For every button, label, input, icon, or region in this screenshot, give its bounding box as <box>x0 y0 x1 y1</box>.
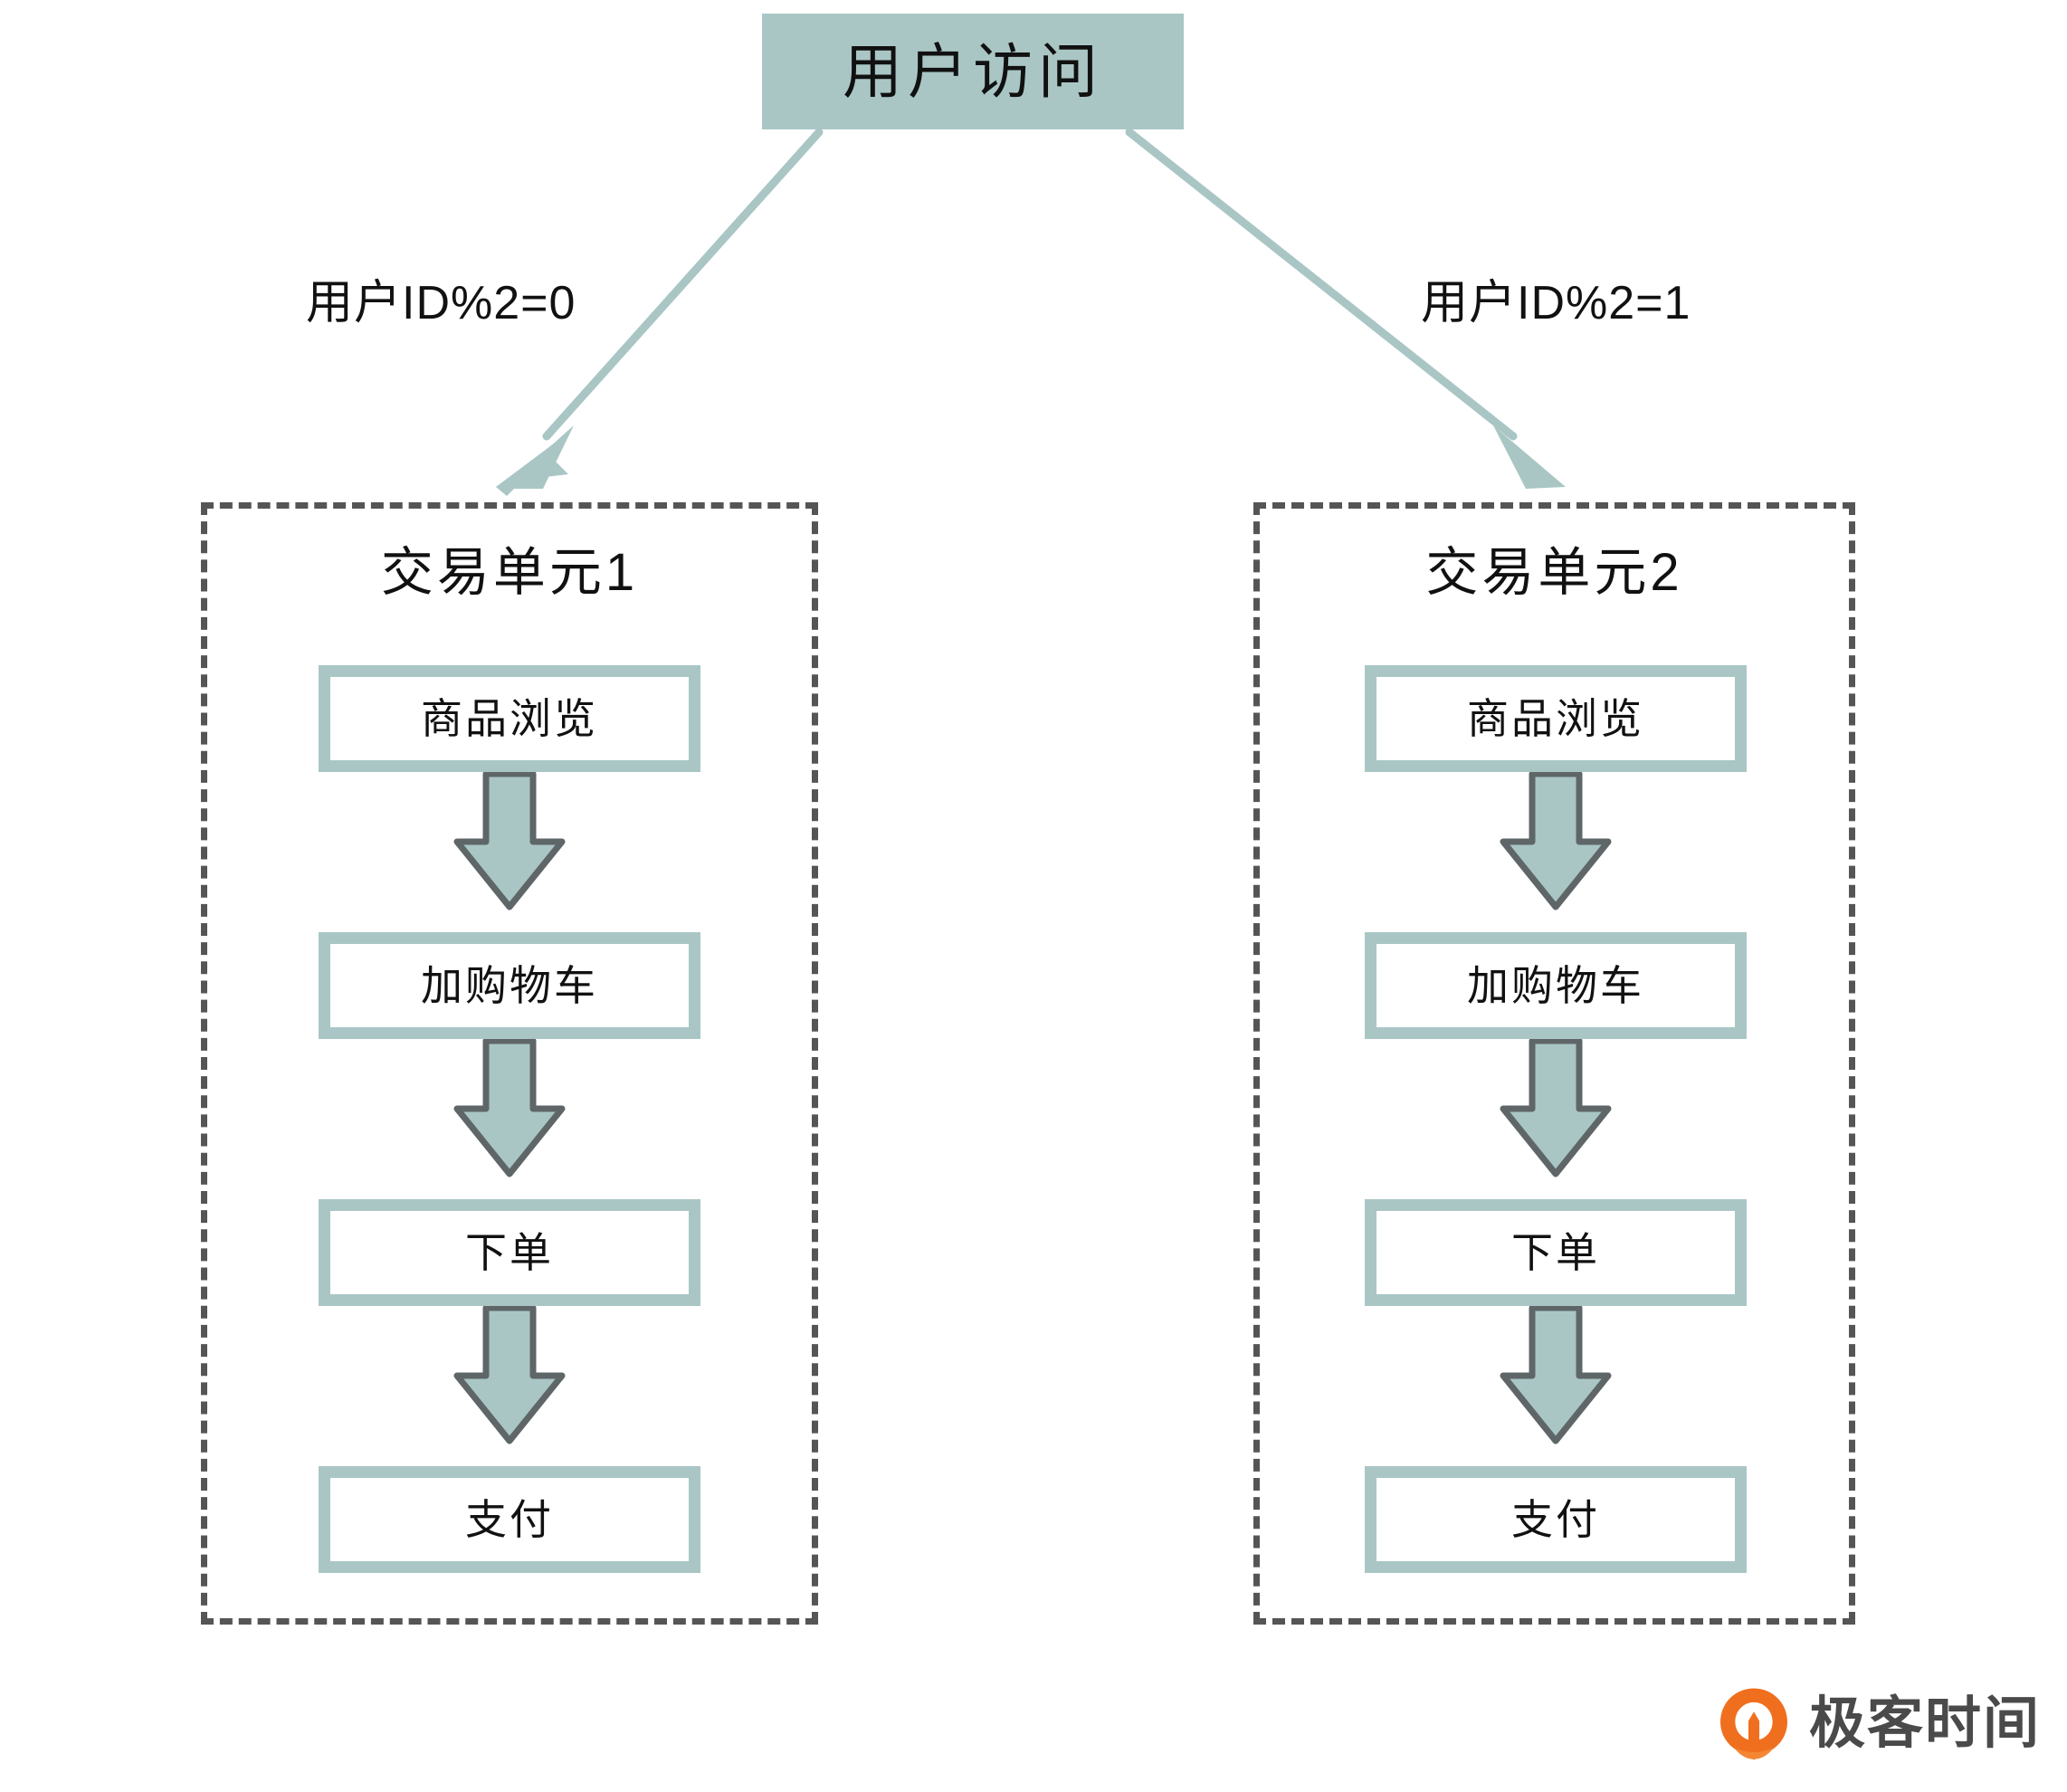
node-unit2-add-to-cart[interactable]: 加购物车 <box>1365 932 1747 1039</box>
node-unit2-browse[interactable]: 商品浏览 <box>1365 665 1747 772</box>
geektime-logo-icon <box>1720 1688 1787 1760</box>
group-1-title: 交易单元1 <box>380 543 639 602</box>
root-node-label: 用户访问 <box>843 38 1103 105</box>
root-node-user-access[interactable]: 用户访问 <box>765 16 1181 127</box>
group-transaction-unit-1: 交易单元1 <box>201 502 818 1625</box>
node-unit1-browse[interactable]: 商品浏览 <box>319 665 700 772</box>
edge-label-right-text: 用户ID%2=1 <box>1421 277 1691 329</box>
node-label: 支付 <box>465 1496 554 1543</box>
edge-label-left-text: 用户ID%2=0 <box>306 277 576 329</box>
node-unit1-payment[interactable]: 支付 <box>319 1466 700 1573</box>
node-label: 加购物车 <box>1467 962 1644 1009</box>
node-label: 下单 <box>465 1229 554 1276</box>
geektime-watermark: 极客时间 <box>1715 1685 2041 1763</box>
group-2-title: 交易单元2 <box>1425 543 1683 602</box>
node-label: 商品浏览 <box>1467 695 1644 742</box>
node-unit2-place-order[interactable]: 下单 <box>1365 1199 1747 1306</box>
node-unit1-place-order[interactable]: 下单 <box>319 1199 700 1306</box>
node-unit1-add-to-cart[interactable]: 加购物车 <box>319 932 700 1039</box>
node-label: 支付 <box>1511 1496 1600 1543</box>
node-label: 加购物车 <box>421 962 598 1009</box>
edge-label-left-condition: 用户ID%2=0 <box>306 264 576 332</box>
node-unit2-payment[interactable]: 支付 <box>1365 1466 1747 1573</box>
edge-label-right-condition: 用户ID%2=1 <box>1421 264 1691 332</box>
node-label: 下单 <box>1511 1229 1600 1276</box>
node-label: 商品浏览 <box>421 695 598 742</box>
group-transaction-unit-2: 交易单元2 <box>1253 502 1855 1625</box>
geektime-logo-text: 极客时间 <box>1809 1692 2042 1755</box>
